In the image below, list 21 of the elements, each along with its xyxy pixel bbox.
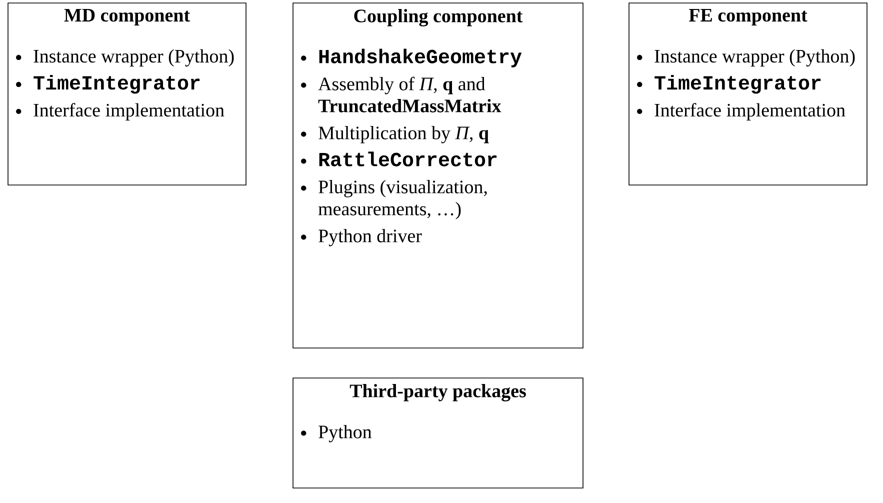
list-item: Instance wrapper (Python)	[16, 49, 234, 67]
list-item: TimeIntegrator	[16, 74, 200, 94]
list-item: Multiplication by Π, q	[301, 126, 489, 144]
box-heading: MD component	[64, 9, 190, 26]
list-item: Interface implementation	[16, 103, 224, 120]
list-item: Python	[301, 425, 372, 442]
box-heading: FE component	[688, 9, 808, 26]
list-item: Assembly of Π, q and TruncatedMassMatrix	[301, 76, 502, 112]
component-box	[628, 2, 868, 186]
box-heading: Coupling component	[354, 9, 523, 26]
list-item: RattleCorrector	[301, 152, 497, 166]
component-box	[292, 378, 584, 488]
list-item: Interface implementation	[637, 103, 846, 120]
list-item: Plugins (visualization, measurements, …)	[301, 180, 487, 220]
box-heading: Third-party packages	[350, 384, 526, 402]
component-box	[292, 2, 584, 348]
list-item: HandshakeGeometry	[301, 48, 522, 68]
list-item: Python driver	[301, 229, 422, 246]
list-item: Instance wrapper (Python)	[637, 49, 855, 67]
list-item: TimeIntegrator	[637, 74, 821, 94]
component-box	[8, 2, 246, 186]
